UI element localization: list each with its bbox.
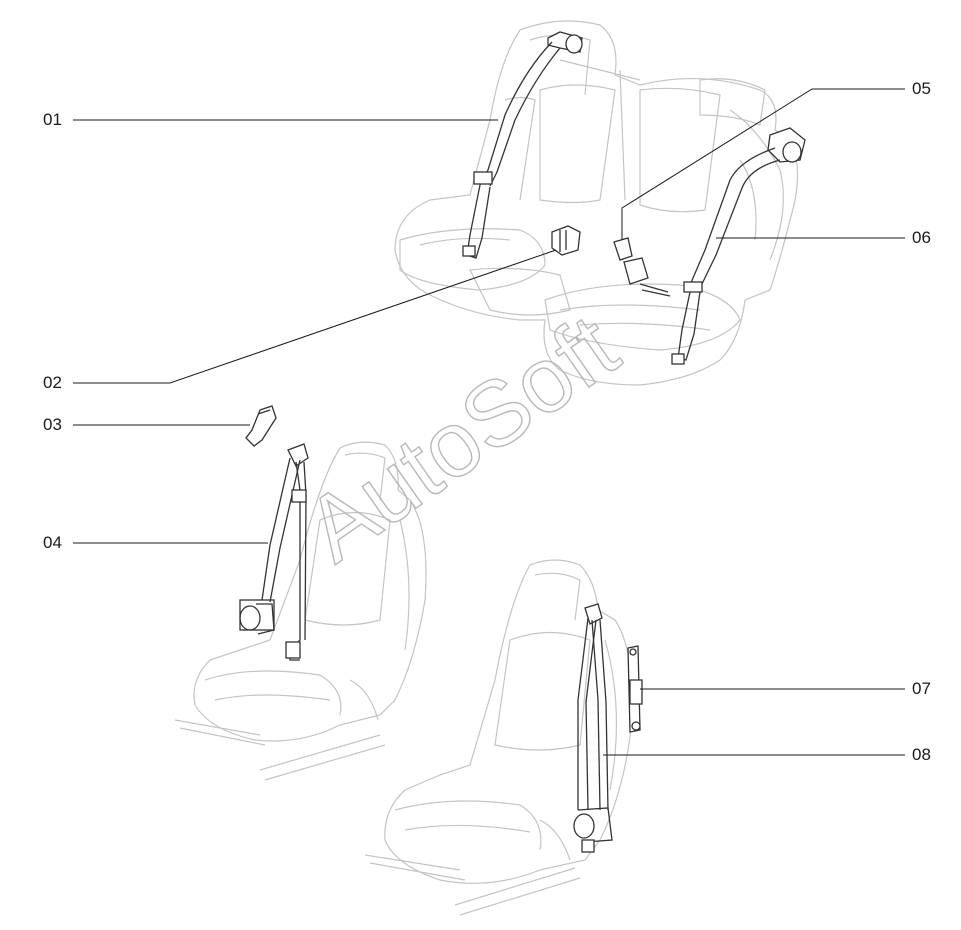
leader-lines	[73, 88, 905, 756]
callout-04: 04	[43, 533, 62, 552]
front-right-seat-outline	[364, 559, 633, 916]
front-right-belt	[573, 603, 613, 853]
front-left-seat-outline	[174, 441, 427, 781]
leader-02	[73, 249, 557, 384]
rear-right-buckle	[613, 237, 671, 297]
callout-06: 06	[912, 228, 931, 247]
watermark: AutoSoft	[287, 295, 636, 582]
callout-08: 08	[912, 745, 931, 764]
rear-center-buckle	[551, 225, 581, 256]
callout-01: 01	[43, 110, 62, 129]
callout-07: 07	[912, 679, 931, 698]
front-left-belt	[239, 443, 309, 661]
svg-text:AutoSoft: AutoSoft	[288, 295, 636, 581]
callout-03: 03	[43, 415, 62, 434]
callout-02: 02	[43, 373, 62, 392]
rear-right-belt	[671, 127, 806, 365]
callout-05: 05	[912, 79, 931, 98]
part-07-height-adjuster	[627, 645, 643, 733]
part-03-hook	[245, 405, 277, 447]
rear-left-belt	[462, 31, 583, 259]
leader-05	[621, 88, 905, 240]
